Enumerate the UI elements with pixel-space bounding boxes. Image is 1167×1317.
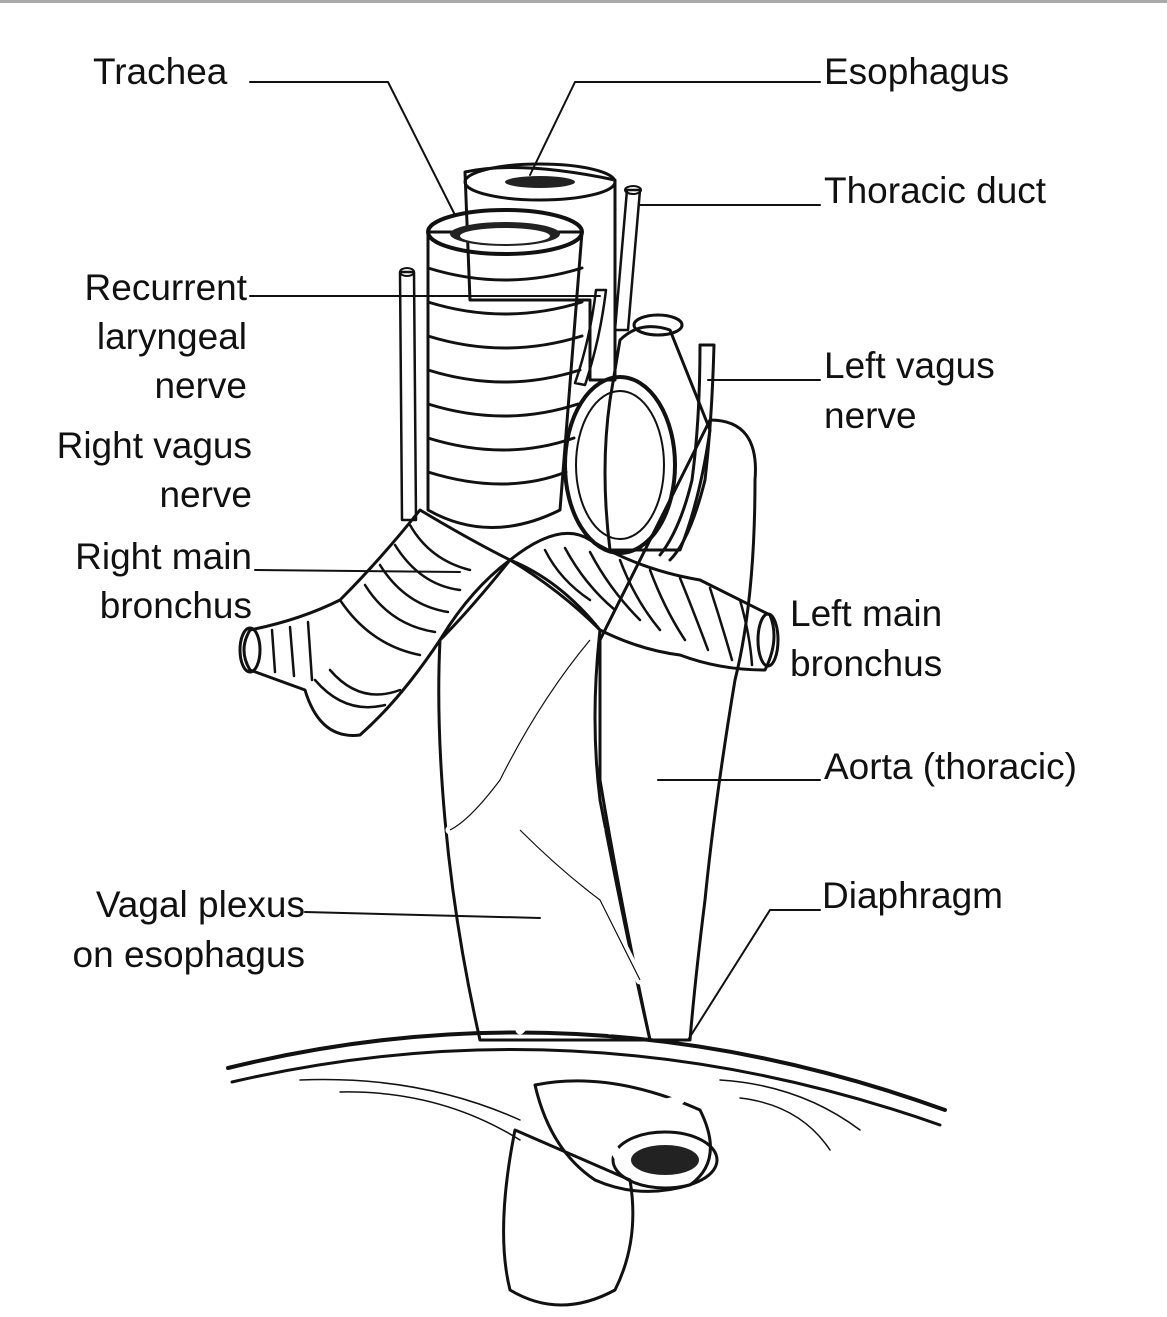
trachea	[426, 208, 584, 529]
thoracic-duct	[613, 185, 642, 332]
label-vagal-plexus-line2: on esophagus	[73, 934, 305, 975]
right-main-bronchus	[238, 508, 512, 737]
label-right-vagus-line1: Right vagus	[57, 425, 252, 466]
vagal-plexus-outline	[449, 639, 641, 981]
stomach	[502, 1128, 635, 1307]
diaphragm	[226, 1030, 947, 1151]
top-border	[0, 0, 1167, 3]
label-left-main-line2: bronchus	[790, 643, 942, 684]
label-recurrent-line1: Recurrent	[85, 267, 248, 308]
label-left-vagus-line1: Left vagus	[824, 345, 995, 386]
label-left-main-line1: Left main	[790, 593, 942, 634]
esophagus	[437, 162, 719, 1193]
label-diaphragm: Diaphragm	[822, 875, 1003, 916]
label-recurrent-line2: laryngeal	[97, 316, 247, 357]
left-main-bronchus	[508, 531, 780, 672]
left-vagus-nerve	[658, 343, 716, 562]
label-right-main-line1: Right main	[75, 536, 252, 577]
leader-diaphragm	[687, 909, 821, 1041]
label-trachea: Trachea	[93, 51, 228, 92]
label-left-vagus-line2: nerve	[824, 395, 917, 436]
label-esophagus: Esophagus	[824, 51, 1009, 92]
label-aorta: Aorta (thoracic)	[824, 746, 1077, 787]
leader-vagal-plexus	[304, 911, 541, 919]
right-vagus-nerve	[398, 267, 418, 522]
recurrent-laryngeal-nerve	[573, 288, 608, 387]
leader-right-main-bronchus	[254, 569, 461, 573]
leader-trachea	[249, 81, 456, 216]
leader-esophagus	[529, 81, 821, 176]
labels: Trachea Esophagus Thoracic duct Recurren…	[57, 51, 1077, 975]
label-vagal-plexus-line1: Vagal plexus	[96, 884, 305, 925]
label-right-main-line2: bronchus	[100, 585, 252, 626]
label-recurrent-line3: nerve	[154, 365, 247, 406]
label-thoracic-duct: Thoracic duct	[824, 170, 1047, 211]
leader-lines	[249, 81, 821, 1041]
label-right-vagus-line2: nerve	[159, 474, 252, 515]
aortic-arch	[563, 313, 712, 555]
